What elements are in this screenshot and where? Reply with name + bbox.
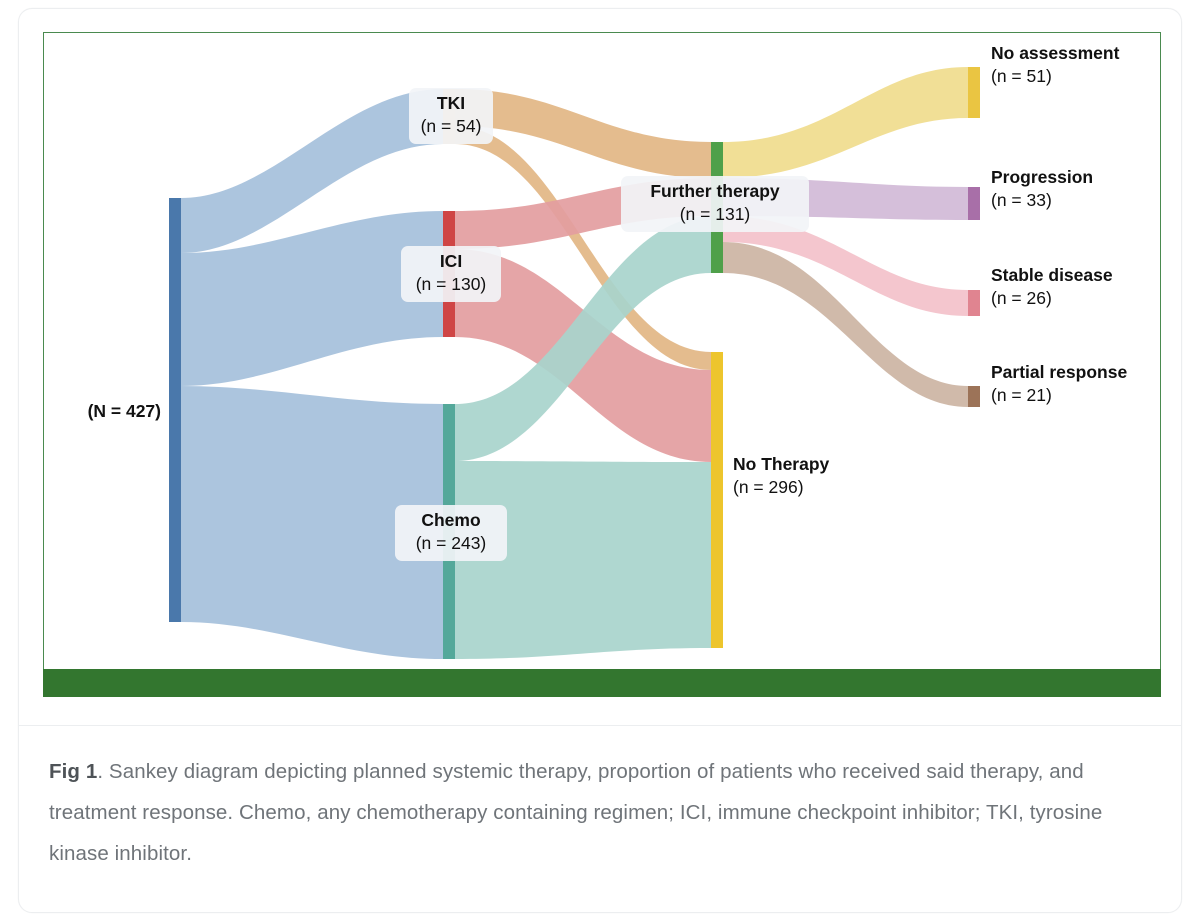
node-total[interactable] — [169, 198, 181, 622]
label-ici-title: ICI — [440, 251, 462, 271]
label-tki-sub: (n = 54) — [421, 116, 482, 136]
label-notherapy-title: No Therapy — [733, 454, 830, 474]
label-noassessment-title: No assessment — [991, 43, 1120, 63]
link-chemo-further — [455, 216, 711, 461]
label-halo-ici — [401, 246, 501, 302]
label-tki-title: TKI — [437, 93, 465, 113]
label-partialresponse-sub: (n = 21) — [991, 385, 1052, 405]
label-notherapy-sub: (n = 296) — [733, 477, 804, 497]
label-halo-tki — [409, 88, 493, 144]
label-chemo-sub: (n = 243) — [416, 533, 487, 553]
label-partialresponse-title: Partial response — [991, 362, 1127, 382]
sankey-nodes — [169, 67, 980, 659]
link-chemo-notherapy — [455, 461, 711, 659]
label-further-title: Further therapy — [650, 181, 780, 201]
link-further-partialresponse — [723, 242, 968, 407]
label-progression-title: Progression — [991, 167, 1093, 187]
node-stable-disease[interactable] — [968, 290, 980, 316]
node-partial-response[interactable] — [968, 386, 980, 407]
sankey-diagram: (N = 427) TKI (n = 54) ICI (n = 130) Che… — [88, 43, 1127, 659]
label-ici-sub: (n = 130) — [416, 274, 487, 294]
caption-divider — [19, 725, 1181, 726]
link-total-ici — [181, 211, 443, 386]
sankey-links — [181, 67, 968, 659]
node-no-assessment[interactable] — [968, 67, 980, 118]
label-noassessment-sub: (n = 51) — [991, 66, 1052, 86]
label-total: (N = 427) — [88, 401, 161, 421]
label-stabledisease-title: Stable disease — [991, 265, 1113, 285]
label-progression-sub: (n = 33) — [991, 190, 1052, 210]
figure-bottom-bar — [43, 669, 1161, 697]
link-tki-notherapy — [455, 126, 711, 370]
caption-body: . Sankey diagram depicting planned syste… — [49, 760, 1103, 865]
link-total-chemo — [181, 386, 443, 659]
label-halo-further — [621, 176, 809, 232]
label-chemo-title: Chemo — [421, 510, 480, 530]
link-further-noassessment — [723, 67, 968, 178]
sankey-figure-area: (N = 427) TKI (n = 54) ICI (n = 130) Che… — [43, 32, 1161, 702]
caption-figure-number: Fig 1 — [49, 760, 98, 783]
link-total-tki — [181, 89, 443, 253]
link-tki-further — [455, 89, 711, 178]
label-halo-chemo — [395, 505, 507, 561]
figure-card: (N = 427) TKI (n = 54) ICI (n = 130) Che… — [18, 8, 1182, 913]
label-stabledisease-sub: (n = 26) — [991, 288, 1052, 308]
sankey-labels: (N = 427) TKI (n = 54) ICI (n = 130) Che… — [88, 43, 1127, 561]
link-further-stabledisease — [723, 216, 968, 316]
figure-caption: Fig 1. Sankey diagram depicting planned … — [49, 751, 1159, 874]
label-further-sub: (n = 131) — [680, 204, 751, 224]
node-no-therapy[interactable] — [711, 352, 723, 648]
node-progression[interactable] — [968, 187, 980, 220]
